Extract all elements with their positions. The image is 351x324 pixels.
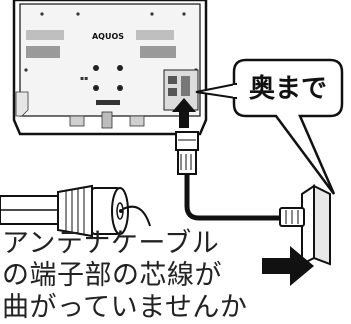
brand-logo: AQUOS bbox=[92, 32, 124, 41]
connector-closeup bbox=[0, 184, 151, 238]
tv-back-panel: ▪▪ bbox=[12, 0, 208, 136]
svg-text:▪▪: ▪▪ bbox=[80, 75, 88, 82]
push-right-arrow bbox=[262, 246, 314, 286]
caption-line-1: アンテナケーブル bbox=[2, 228, 220, 259]
caption: アンテナケーブル の端子部の芯線が 曲がっていませんか bbox=[2, 228, 248, 324]
wall-outlet bbox=[279, 184, 331, 266]
insert-up-arrow bbox=[172, 98, 196, 128]
antenna-cable bbox=[184, 174, 282, 221]
callout-text: 奥まで bbox=[249, 73, 327, 104]
callout-bubble bbox=[195, 58, 344, 195]
caption-line-2: の端子部の芯線が bbox=[2, 260, 222, 291]
cable-plug bbox=[175, 131, 199, 175]
caption-line-3: 曲がっていませんか bbox=[2, 292, 248, 323]
